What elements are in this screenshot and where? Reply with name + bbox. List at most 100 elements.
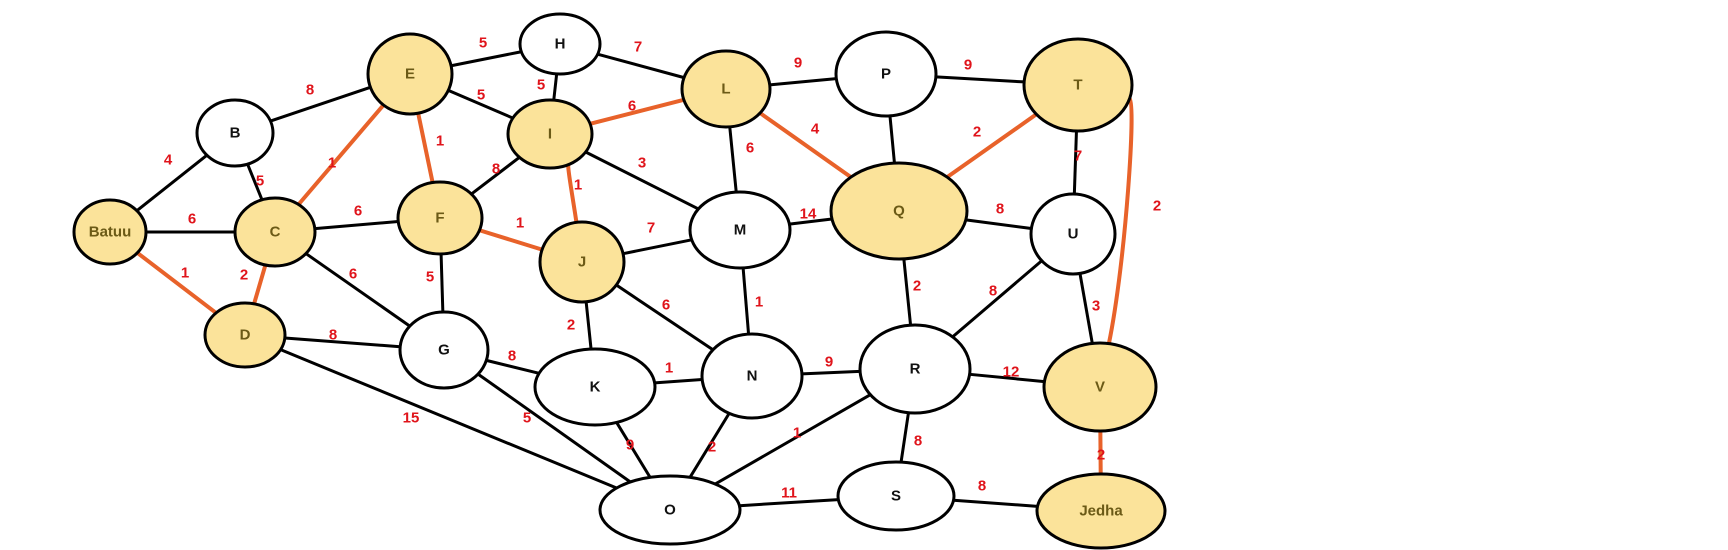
edges-layer	[135, 50, 1134, 508]
node-e[interactable]: E	[366, 32, 454, 116]
node-label-j: J	[578, 254, 586, 271]
node-f[interactable]: F	[396, 180, 484, 256]
edge-j-n	[615, 283, 714, 352]
node-q[interactable]: Q	[829, 161, 969, 261]
edge-h-i	[552, 73, 559, 101]
node-u[interactable]: U	[1029, 192, 1117, 276]
node-g[interactable]: G	[398, 310, 490, 390]
edge-e-f	[416, 111, 435, 185]
node-shape-f	[396, 180, 484, 256]
edge-n-r	[801, 369, 861, 376]
edge-weight-c-f: 6	[354, 203, 362, 220]
edge-f-j	[477, 228, 545, 252]
node-p[interactable]: P	[834, 30, 938, 118]
edge-weight-p-t: 9	[964, 57, 972, 74]
edge-weight-o-s: 11	[781, 485, 797, 502]
edge-i-l	[588, 97, 686, 126]
node-o[interactable]: O	[598, 474, 742, 546]
node-shape-v	[1042, 341, 1158, 433]
node-label-i: I	[548, 126, 552, 143]
edge-weight-i-l: 6	[628, 98, 636, 115]
edge-c-f	[314, 220, 399, 231]
node-shape-d	[203, 301, 287, 369]
node-t[interactable]: T	[1022, 37, 1134, 133]
edge-weight-t-u: 7	[1074, 148, 1082, 165]
node-i[interactable]: I	[506, 98, 594, 170]
edge-r-u	[951, 259, 1043, 339]
edge-o-s	[739, 498, 839, 508]
edge-t-v	[1106, 96, 1134, 346]
edge-g-o	[477, 372, 632, 484]
edge-f-g	[439, 253, 445, 313]
edge-weight-g-o: 5	[523, 410, 531, 427]
edge-weight-e-i: 5	[477, 87, 485, 104]
node-j[interactable]: J	[538, 220, 626, 304]
edge-weight-f-g: 5	[426, 269, 434, 286]
edge-s-jedha	[953, 498, 1038, 508]
node-r[interactable]: R	[858, 323, 972, 415]
node-label-p: P	[881, 66, 891, 83]
edge-weight-f-j: 1	[516, 215, 524, 232]
node-label-t: T	[1073, 77, 1082, 94]
edge-weight-o-r: 1	[793, 425, 801, 442]
node-shape-r	[858, 323, 972, 415]
node-h[interactable]: H	[518, 12, 602, 76]
node-d[interactable]: D	[203, 301, 287, 369]
node-shape-m	[688, 190, 792, 270]
node-label-m: M	[734, 222, 747, 239]
node-shape-l	[680, 49, 772, 129]
edge-weight-batuu-c: 6	[188, 211, 196, 228]
edge-o-r	[714, 393, 872, 486]
edge-weight-l-m: 6	[746, 140, 754, 157]
edge-weight-q-t: 2	[973, 124, 981, 141]
edge-l-q	[758, 111, 853, 180]
node-shape-o	[598, 474, 742, 546]
node-label-k: K	[590, 379, 601, 396]
edge-f-i	[470, 156, 521, 196]
edge-weight-r-s: 8	[914, 433, 922, 450]
edge-e-i	[447, 89, 514, 120]
node-l[interactable]: L	[680, 49, 772, 129]
node-label-d: D	[240, 327, 251, 344]
edge-c-e	[296, 103, 386, 207]
node-v[interactable]: V	[1042, 341, 1158, 433]
edge-r-v	[969, 372, 1045, 384]
edge-p-t	[935, 75, 1025, 84]
edge-d-g	[284, 336, 401, 349]
edge-k-o	[615, 421, 652, 479]
node-label-o: O	[664, 502, 676, 519]
edge-batuu-b	[135, 154, 208, 212]
node-s[interactable]: S	[836, 460, 956, 532]
edge-weight-d-g: 8	[329, 327, 337, 344]
node-label-r: R	[910, 361, 921, 378]
node-c[interactable]: C	[233, 196, 317, 268]
node-k[interactable]: K	[533, 347, 657, 427]
node-m[interactable]: M	[688, 190, 792, 270]
node-label-jedha: Jedha	[1079, 503, 1123, 520]
edge-weight-n-o: 2	[708, 439, 716, 456]
edge-weight-m-n: 1	[755, 294, 763, 311]
node-b[interactable]: B	[195, 98, 275, 168]
edge-q-r	[902, 258, 913, 326]
node-label-u: U	[1068, 226, 1079, 243]
edge-m-q	[789, 217, 833, 226]
edge-weight-j-m: 7	[647, 220, 655, 237]
edge-l-m	[728, 126, 738, 193]
node-shape-u	[1029, 192, 1117, 276]
node-shape-b	[195, 98, 275, 168]
edge-q-u	[965, 218, 1032, 230]
node-jedha[interactable]: Jedha	[1035, 472, 1167, 550]
edge-weight-m-q: 14	[800, 206, 817, 223]
edge-weight-b-c: 5	[256, 173, 264, 190]
node-label-e: E	[405, 66, 415, 83]
node-shape-e	[366, 32, 454, 116]
node-shape-jedha	[1035, 472, 1167, 550]
node-n[interactable]: N	[700, 332, 804, 420]
edge-weight-b-e: 8	[306, 82, 314, 99]
edge-t-u	[1072, 130, 1078, 195]
nodes-layer: Batuu BC D E FG H I J K L M N O P Q R S T U V Jedha	[72, 12, 1167, 550]
node-shape-h	[518, 12, 602, 76]
node-shape-s	[836, 460, 956, 532]
node-batuu[interactable]: Batuu	[72, 198, 148, 266]
